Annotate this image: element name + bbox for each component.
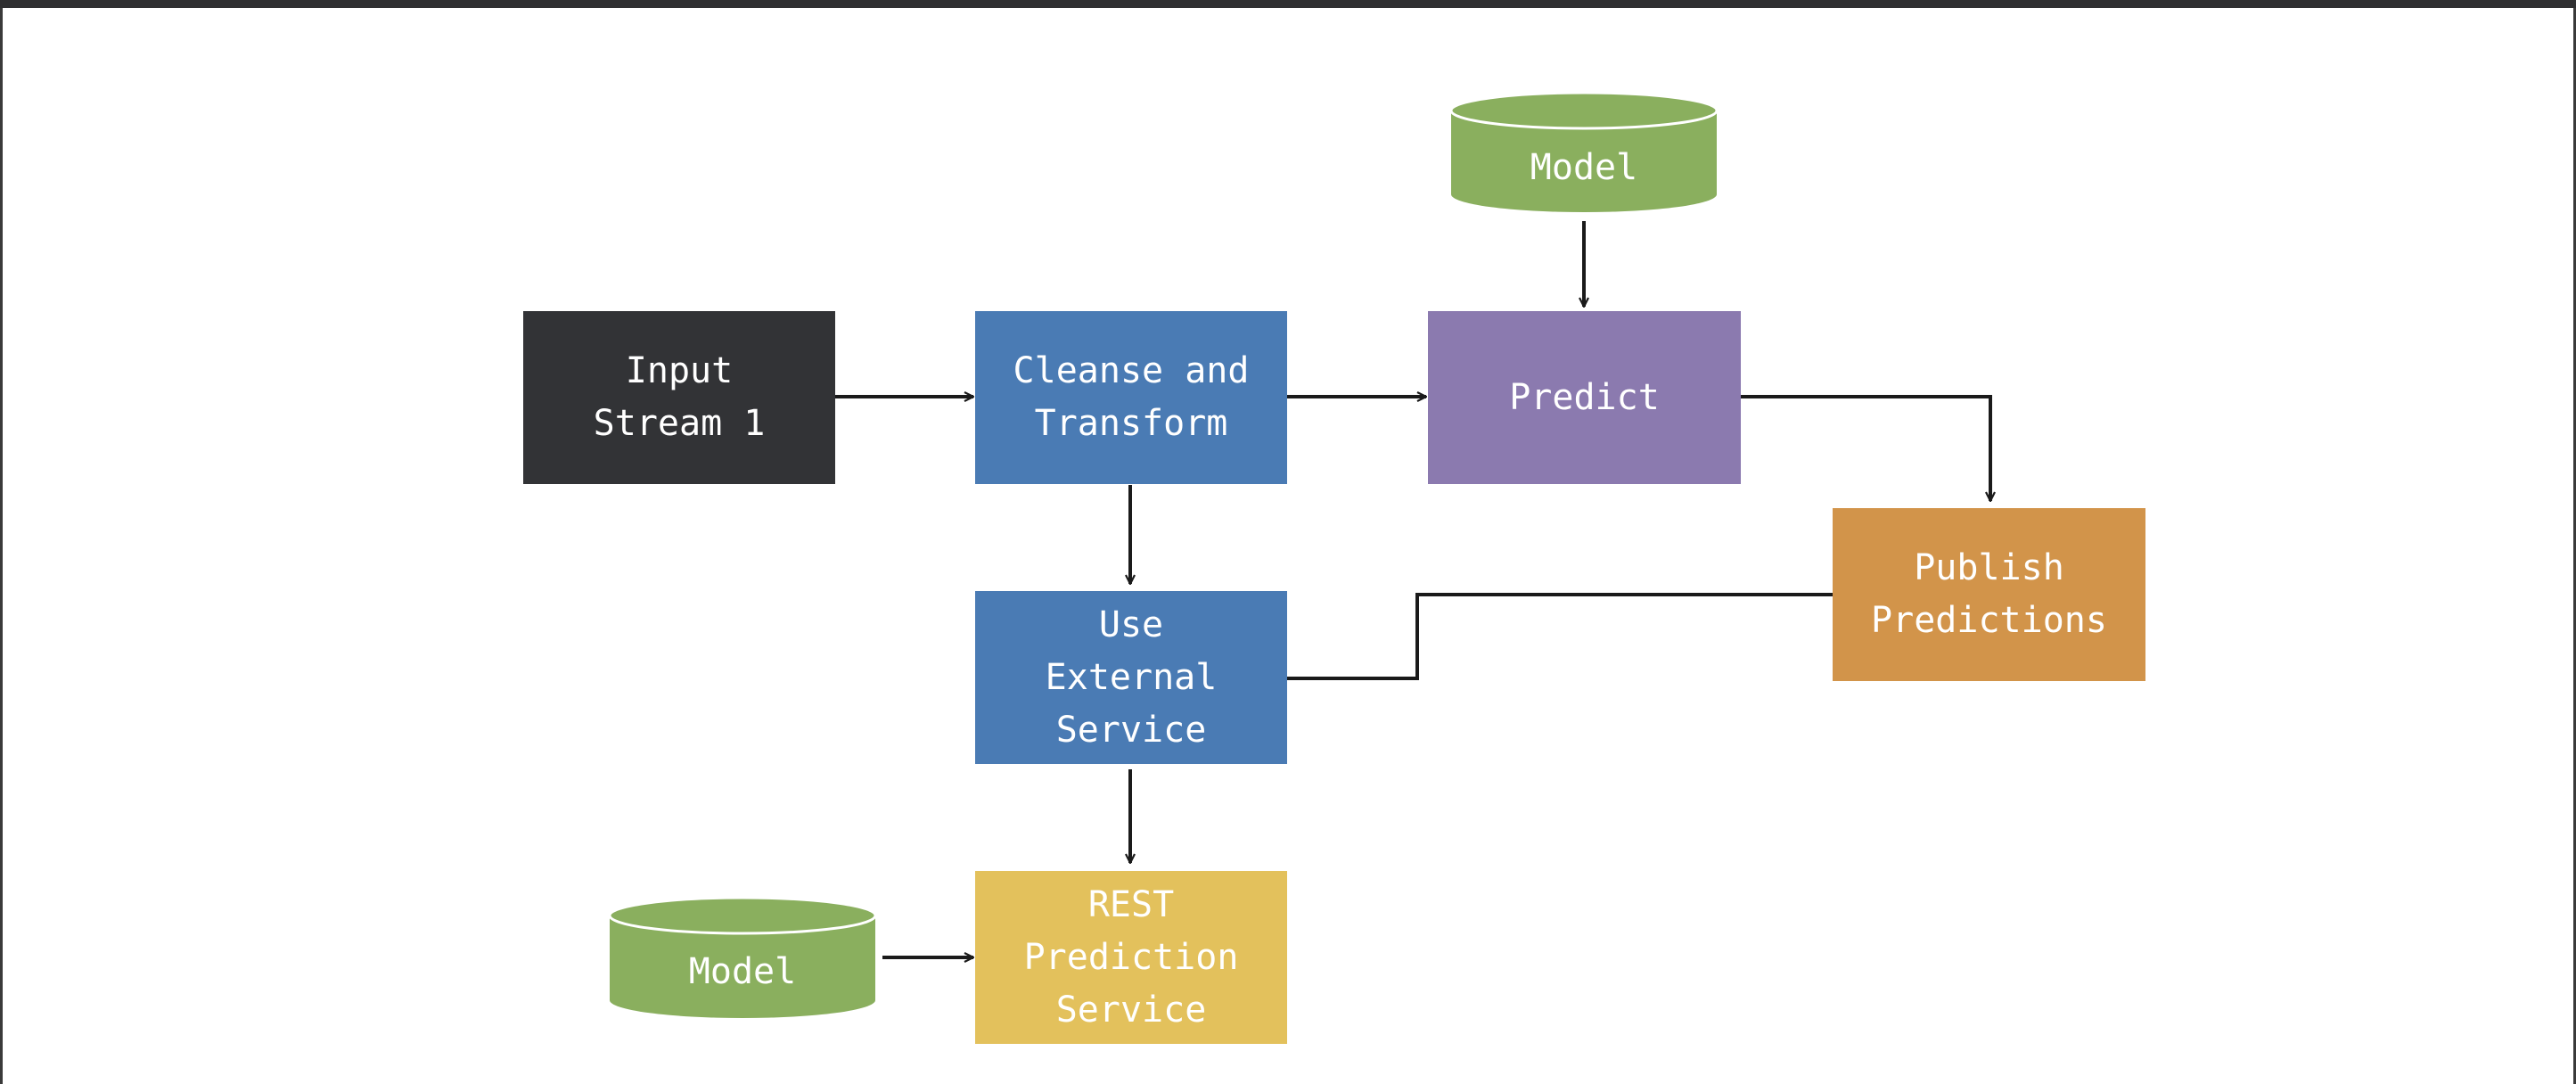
model-bottom-cylinder-cap [608,896,877,935]
node-rest-prediction-service: REST Prediction Service [975,871,1287,1044]
edge-predict-to-publish [1741,395,1990,501]
node-input-stream: Input Stream 1 [523,311,835,484]
model-bottom-cylinder [608,896,877,1018]
node-publish-predictions: Publish Predictions [1833,508,2145,681]
node-use-external-service: Use External Service [975,591,1287,764]
model-top-label: Model [1530,147,1638,188]
model-top-cylinder-body [1451,111,1717,212]
edge-publish-to-external [1287,593,1833,680]
model-bottom-label: Model [688,951,797,992]
model-top-cylinder-cap [1449,91,1719,130]
window-right-edge [2573,8,2576,1084]
model-top-cylinder [1449,91,1719,212]
model-bottom-cylinder-body [610,916,875,1018]
node-predict: Predict [1428,311,1741,484]
window-top-bar [0,0,2576,8]
window-left-edge [0,8,3,1084]
node-cleanse-transform: Cleanse and Transform [975,311,1287,484]
